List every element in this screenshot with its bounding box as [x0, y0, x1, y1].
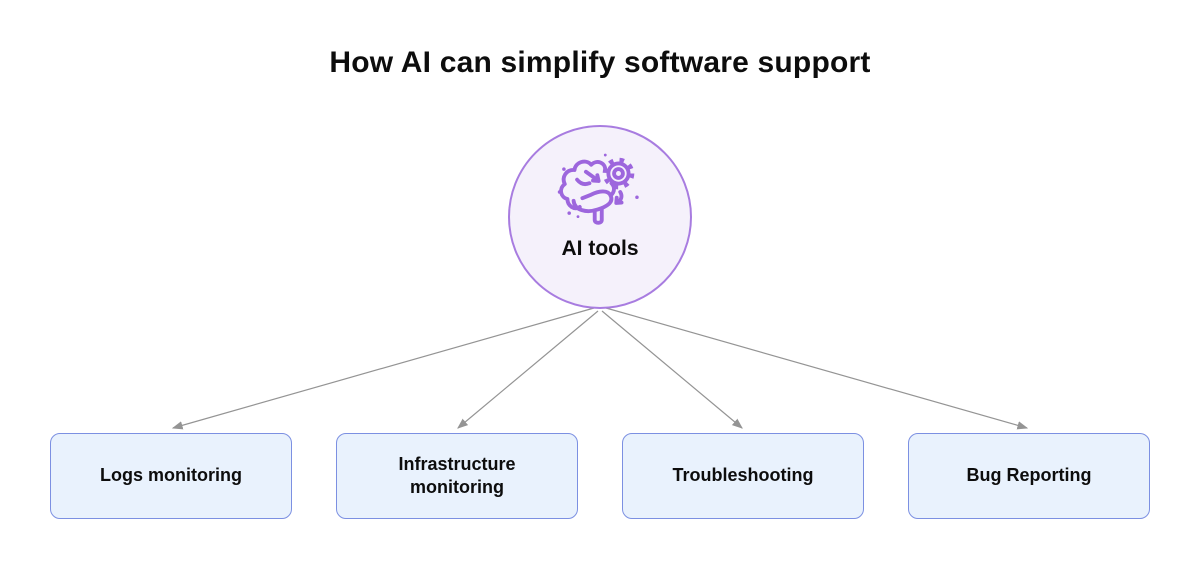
node-infrastructure-monitoring-label: Infrastructure monitoring	[398, 453, 516, 497]
node-logs-monitoring: Logs monitoring	[50, 433, 292, 519]
arrow-to-bug-reporting	[605, 307, 1029, 430]
node-logs-monitoring-label: Logs monitoring	[100, 465, 242, 486]
arrow-to-infrastructure-monitoring	[457, 310, 599, 429]
node-ai-tools: AI tools	[508, 125, 692, 309]
node-troubleshooting-label: Troubleshooting	[672, 465, 814, 486]
node-bug-reporting: Bug Reporting	[908, 433, 1150, 519]
node-troubleshooting: Troubleshooting	[622, 433, 864, 519]
node-ai-tools-label: AI tools	[561, 237, 639, 260]
diagram-title: How AI can simplify software support	[329, 46, 871, 79]
brain-gear-icon	[557, 153, 639, 225]
arrow-to-troubleshooting	[601, 310, 743, 429]
node-infrastructure-monitoring: Infrastructure monitoring	[336, 433, 578, 519]
arrow-to-logs-monitoring	[171, 307, 595, 430]
node-bug-reporting-label: Bug Reporting	[966, 465, 1092, 486]
